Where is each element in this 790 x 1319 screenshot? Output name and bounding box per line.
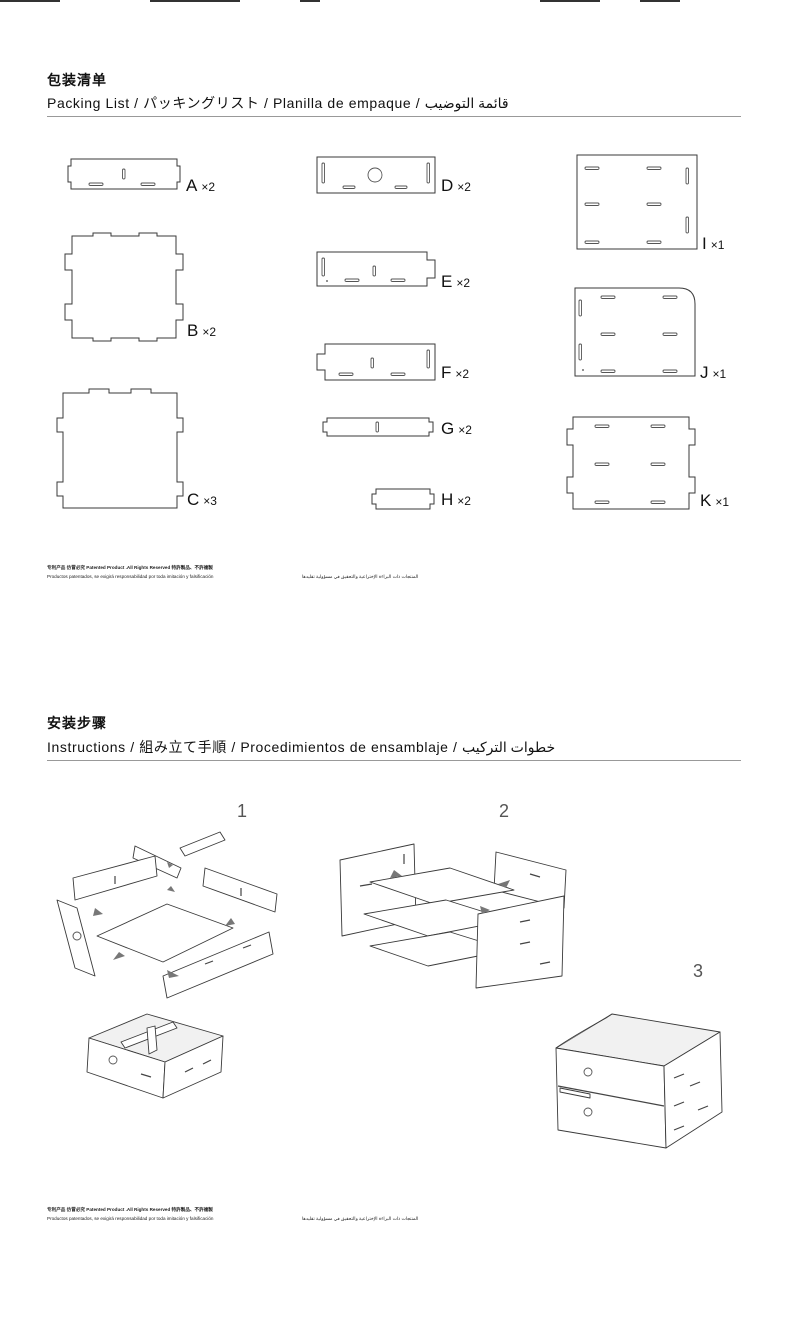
packing-title-zh: 包装清单 (47, 72, 107, 88)
packing-patent-notice: 专利产品 仿冒必究 Patented Product .All Rights R… (47, 565, 213, 570)
part-g-drawing (322, 417, 434, 437)
top-crop-strip (0, 0, 790, 4)
packing-patent-notice-es: Productos patentados, se exigirá respons… (47, 574, 214, 579)
step-1-illustration (56, 831, 278, 1099)
part-h-drawing (371, 488, 435, 510)
part-g-label: G×2 (441, 419, 472, 438)
step-3-number: 3 (693, 961, 704, 981)
part-c-drawing (56, 388, 184, 509)
packing-divider (47, 116, 741, 117)
step-2-number: 2 (499, 801, 510, 821)
part-i-label: I×1 (702, 234, 725, 253)
part-c-label: C×3 (187, 490, 217, 509)
part-d-drawing (316, 156, 436, 194)
part-b-drawing (64, 232, 184, 342)
step-1-number: 1 (237, 801, 248, 821)
part-e-label: E×2 (441, 272, 471, 291)
packing-patent-notice-ar: المنتجات ذات البراءة الإختراعية والتحقيق… (302, 574, 419, 579)
part-j-drawing (574, 287, 696, 377)
instructions-patent-notice-es: Productos patentados, se exigirá respons… (47, 1216, 214, 1221)
part-k-label: K×1 (700, 491, 730, 510)
instructions-title-multilingual: Instructions / 組み立て手順 / Procedimientos d… (47, 739, 556, 755)
part-k-drawing (566, 416, 696, 510)
instructions-title-zh: 安装步骤 (47, 715, 107, 731)
part-j-label: J×1 (700, 363, 727, 382)
part-e-drawing (316, 251, 436, 287)
part-f-drawing (316, 343, 436, 381)
step-2-illustration (339, 843, 567, 989)
packing-title-multilingual: Packing List / パッキングリスト / Planilla de em… (47, 95, 509, 111)
part-a-label: A×2 (186, 176, 216, 195)
step-3-illustration (555, 1013, 723, 1149)
part-d-label: D×2 (441, 176, 471, 195)
instructions-patent-notice: 专利产品 仿冒必究 Patented Product .All Rights R… (47, 1207, 213, 1212)
part-i-drawing (576, 154, 698, 250)
part-a-drawing (67, 158, 181, 190)
instructions-patent-notice-ar: المنتجات ذات البراءة الإختراعية والتحقيق… (302, 1216, 419, 1221)
part-b-label: B×2 (187, 321, 217, 340)
instructions-divider (47, 760, 741, 761)
part-h-label: H×2 (441, 490, 471, 509)
part-f-label: F×2 (441, 363, 470, 382)
